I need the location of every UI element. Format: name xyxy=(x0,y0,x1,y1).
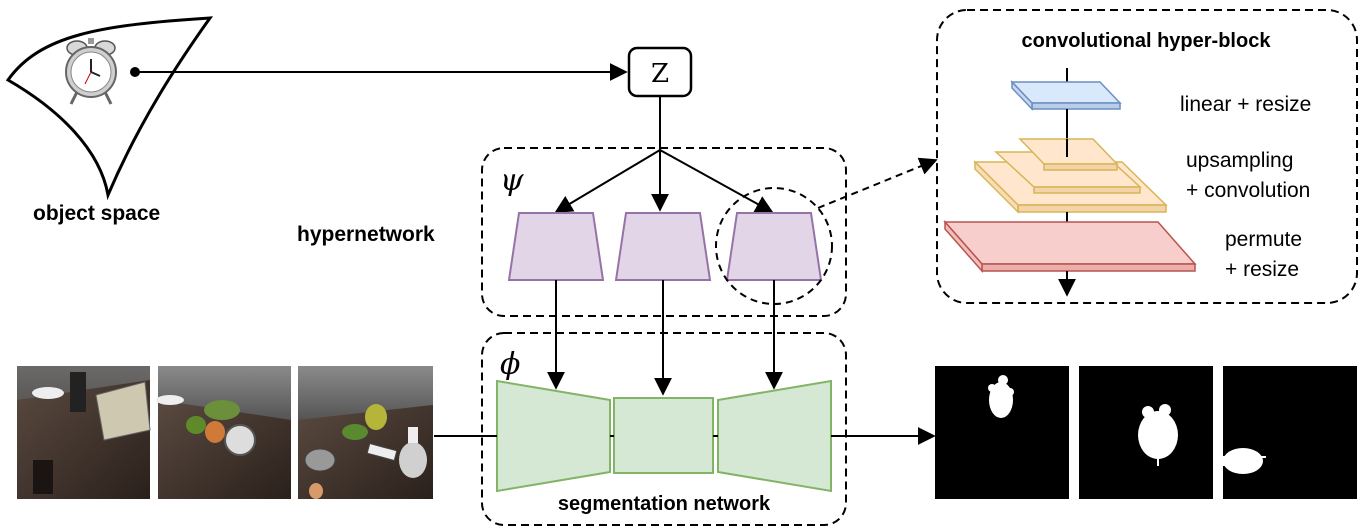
object-space-manifold xyxy=(5,16,214,201)
output-mask-3 xyxy=(1223,366,1357,499)
linear-resize-label: linear + resize xyxy=(1180,93,1311,116)
z-to-right-arrow xyxy=(659,149,774,213)
encoder-block xyxy=(496,379,611,493)
segmentation-network-label: segmentation network xyxy=(558,493,771,515)
hyper-block-title: convolutional hyper-block xyxy=(1022,30,1272,52)
hyper-head-left xyxy=(507,212,605,281)
hypernetwork-group: ψ hypernetwork xyxy=(297,147,847,317)
z-label: Z xyxy=(651,59,669,89)
phi-label: ϕ xyxy=(500,347,520,382)
segmentation-network-group: ϕ segmentation network xyxy=(481,332,847,526)
z-node: Z xyxy=(627,46,693,98)
hypernetwork-box xyxy=(481,147,847,317)
hyper-head-right xyxy=(725,212,823,281)
hyper-block-box xyxy=(936,9,1358,304)
object-space: object space xyxy=(5,16,214,225)
hyper-head-middle xyxy=(614,212,712,281)
output-mask-2 xyxy=(1079,366,1213,499)
decoder-block xyxy=(717,379,832,493)
resize-label: + resize xyxy=(1225,258,1299,281)
psi-label: ψ xyxy=(500,163,524,198)
permute-label: permute xyxy=(1225,228,1302,251)
input-image-3 xyxy=(298,366,433,499)
input-image-1 xyxy=(17,366,151,499)
permute-layer xyxy=(943,220,1197,273)
object-space-label: object space xyxy=(33,202,160,225)
bottleneck-block xyxy=(613,397,714,474)
z-to-left-arrow xyxy=(554,149,661,213)
upsampling-conv-layers xyxy=(973,138,1168,214)
linear-layer xyxy=(1010,80,1122,111)
segmentation-network-box xyxy=(481,332,847,526)
upsampling-label: upsampling xyxy=(1186,149,1293,172)
convolution-label: + convolution xyxy=(1186,179,1310,202)
output-mask-1 xyxy=(935,366,1069,499)
zoom-arrow xyxy=(817,157,938,209)
input-image-2 xyxy=(156,366,291,499)
hyper-block: convolutional hyper-block linear + resiz… xyxy=(936,9,1358,304)
alarm-clock-icon xyxy=(65,38,117,105)
hypernetwork-label: hypernetwork xyxy=(297,223,435,246)
